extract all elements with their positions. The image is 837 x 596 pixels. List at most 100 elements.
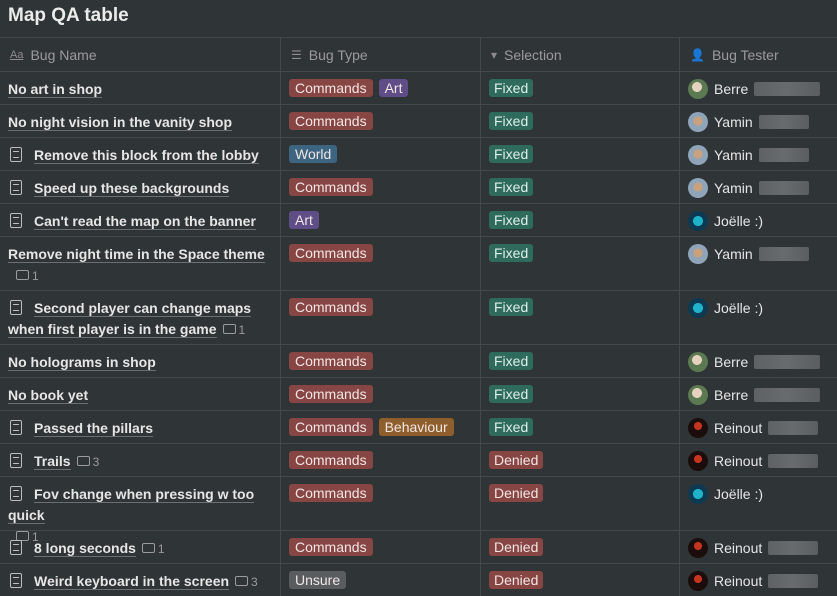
bug-name-text[interactable]: Can't read the map on the banner bbox=[34, 213, 256, 230]
cell-selection[interactable]: Fixed bbox=[481, 171, 680, 203]
cell-bug-type[interactable]: Commands bbox=[281, 444, 481, 476]
cell-bug-name[interactable]: No holograms in shop bbox=[0, 345, 281, 377]
cell-selection[interactable]: Fixed bbox=[481, 237, 680, 290]
bug-name-text[interactable]: Weird keyboard in the screen bbox=[34, 573, 230, 590]
selection-badge: Fixed bbox=[489, 352, 534, 370]
cell-bug-tester[interactable]: Yamin bbox=[680, 237, 837, 290]
bug-name-text[interactable]: No holograms in shop bbox=[8, 354, 156, 371]
bug-name-text[interactable]: Speed up these backgrounds bbox=[34, 180, 230, 197]
cell-bug-tester[interactable]: Yamin bbox=[680, 171, 837, 203]
cell-selection[interactable]: Denied bbox=[481, 477, 680, 548]
comment-count[interactable]: 3 bbox=[76, 455, 100, 469]
cell-selection[interactable]: Denied bbox=[481, 531, 680, 563]
cell-selection[interactable]: Fixed bbox=[481, 105, 680, 137]
column-header-bug-name[interactable]: Aa Bug Name bbox=[0, 38, 281, 71]
cell-selection[interactable]: Fixed bbox=[481, 411, 680, 443]
cell-bug-tester[interactable]: Reinout bbox=[680, 564, 837, 596]
cell-bug-type[interactable]: Commands bbox=[281, 345, 481, 377]
bug-name-text[interactable]: Fov change when pressing w too quick bbox=[8, 486, 255, 524]
cell-selection[interactable]: Denied bbox=[481, 444, 680, 476]
cell-bug-tester[interactable]: Berre bbox=[680, 345, 837, 377]
table-row[interactable]: No holograms in shop Commands Fixed Berre bbox=[0, 344, 837, 377]
cell-bug-name[interactable]: Second player can change maps when first… bbox=[0, 291, 281, 344]
cell-bug-tester[interactable]: Joëlle :) bbox=[680, 204, 837, 236]
cell-bug-type[interactable]: Art bbox=[281, 204, 481, 236]
bug-name-text[interactable]: Remove this block from the lobby bbox=[34, 147, 259, 164]
cell-bug-name[interactable]: Remove this block from the lobby bbox=[0, 138, 281, 170]
bug-name-text[interactable]: Second player can change maps when first… bbox=[8, 300, 252, 338]
comment-count[interactable]: 1 bbox=[16, 269, 39, 283]
cell-bug-tester[interactable]: Berre bbox=[680, 378, 837, 410]
cell-bug-type[interactable]: Commands bbox=[281, 531, 481, 563]
bug-name-text[interactable]: No book yet bbox=[8, 387, 89, 404]
comment-count-value: 3 bbox=[251, 575, 258, 589]
cell-selection[interactable]: Fixed bbox=[481, 72, 680, 104]
cell-bug-tester[interactable]: Joëlle :) bbox=[680, 291, 837, 344]
bug-type-tag: Commands bbox=[289, 178, 373, 196]
cell-bug-name[interactable]: Trails 3 bbox=[0, 444, 281, 476]
cell-selection[interactable]: Fixed bbox=[481, 378, 680, 410]
comment-count[interactable]: 1 bbox=[222, 323, 245, 337]
cell-bug-name[interactable]: No night vision in the vanity shop bbox=[0, 105, 281, 137]
comment-count-value: 3 bbox=[92, 455, 100, 469]
cell-bug-name[interactable]: No book yet bbox=[0, 378, 281, 410]
cell-bug-name[interactable]: Remove night time in the Space theme 1 bbox=[0, 237, 281, 290]
cell-bug-type[interactable]: Commands bbox=[281, 237, 481, 290]
cell-bug-name[interactable]: Can't read the map on the banner bbox=[0, 204, 281, 236]
bug-name-text[interactable]: No art in shop bbox=[8, 81, 103, 98]
comment-count[interactable]: 1 bbox=[16, 530, 39, 544]
comment-count[interactable]: 3 bbox=[235, 575, 258, 589]
cell-bug-name[interactable]: Weird keyboard in the screen 3 bbox=[0, 564, 281, 596]
bug-name-text[interactable]: Passed the pillars bbox=[34, 420, 154, 437]
cell-bug-type[interactable]: Commands bbox=[281, 291, 481, 344]
column-header-bug-tester[interactable]: 👤 Bug Tester bbox=[680, 38, 837, 71]
cell-bug-tester[interactable]: Berre bbox=[680, 72, 837, 104]
bug-name-text[interactable]: Remove night time in the Space theme bbox=[8, 246, 265, 263]
cell-bug-tester[interactable]: Yamin bbox=[680, 138, 837, 170]
cell-selection[interactable]: Fixed bbox=[481, 204, 680, 236]
cell-bug-type[interactable]: Commands bbox=[281, 171, 481, 203]
column-header-selection[interactable]: ▾ Selection bbox=[481, 38, 680, 71]
cell-selection[interactable]: Fixed bbox=[481, 138, 680, 170]
table-row[interactable]: Remove night time in the Space theme 1 Com… bbox=[0, 236, 837, 290]
cell-bug-name[interactable]: Fov change when pressing w too quick 1 bbox=[0, 477, 281, 548]
cell-bug-tester[interactable]: Reinout bbox=[680, 444, 837, 476]
cell-selection[interactable]: Denied bbox=[481, 564, 680, 596]
bug-name-text[interactable]: 8 long seconds bbox=[34, 540, 136, 557]
cell-bug-type[interactable]: Commands bbox=[281, 477, 481, 548]
table-row[interactable]: No night vision in the vanity shop Comman… bbox=[0, 104, 837, 137]
cell-bug-tester[interactable]: Reinout bbox=[680, 411, 837, 443]
cell-bug-type[interactable]: World bbox=[281, 138, 481, 170]
cell-bug-type[interactable]: Commands bbox=[281, 105, 481, 137]
cell-selection[interactable]: Fixed bbox=[481, 291, 680, 344]
table-row[interactable]: Second player can change maps when first… bbox=[0, 290, 837, 344]
column-header-bug-type[interactable]: ☰ Bug Type bbox=[281, 38, 481, 71]
cell-bug-type[interactable]: Commands bbox=[281, 378, 481, 410]
table-row[interactable]: Fov change when pressing w too quick 1 Com… bbox=[0, 476, 837, 548]
table-header: Aa Bug Name ☰ Bug Type ▾ Selection 👤 Bug… bbox=[0, 37, 837, 71]
cell-bug-tester[interactable]: Yamin bbox=[680, 105, 837, 137]
cell-bug-name[interactable]: Speed up these backgrounds bbox=[0, 171, 281, 203]
bug-name-text[interactable]: No night vision in the vanity shop bbox=[8, 114, 233, 131]
column-label: Bug Name bbox=[30, 46, 97, 63]
comment-count[interactable]: 1 bbox=[141, 542, 165, 556]
cell-bug-type[interactable]: Unsure bbox=[281, 564, 481, 596]
cell-selection[interactable]: Fixed bbox=[481, 345, 680, 377]
cell-bug-name[interactable]: Passed the pillars bbox=[0, 411, 281, 443]
cell-bug-tester[interactable]: Reinout bbox=[680, 531, 837, 563]
cell-bug-name[interactable]: No art in shop bbox=[0, 72, 281, 104]
bug-name-text[interactable]: Trails bbox=[34, 453, 71, 470]
cell-bug-tester[interactable]: Joëlle :) bbox=[680, 477, 837, 548]
